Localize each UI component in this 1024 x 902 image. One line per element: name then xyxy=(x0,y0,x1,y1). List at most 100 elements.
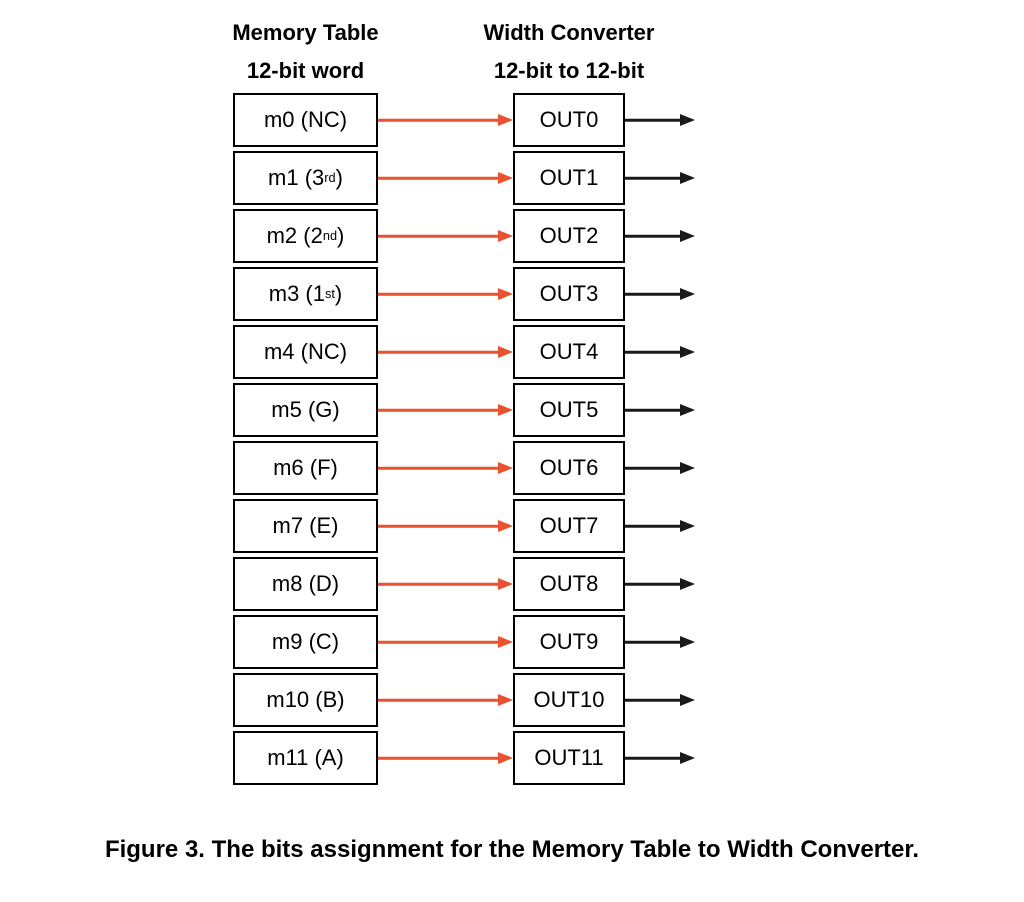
memory-label-post: ) xyxy=(334,281,343,306)
memory-cell: m7 (E) xyxy=(233,499,378,553)
arrow-line xyxy=(625,234,682,238)
arrow-line xyxy=(625,292,682,296)
output-cell: OUT10 xyxy=(513,673,625,727)
mapping-row: m7 (E) OUT7 xyxy=(233,499,695,553)
arrow-head-icon xyxy=(498,636,513,648)
output-cell: OUT8 xyxy=(513,557,625,611)
arrow-head-icon xyxy=(680,462,695,474)
output-arrow xyxy=(625,615,695,669)
output-cell: OUT1 xyxy=(513,151,625,205)
mapping-row: m11 (A) OUT11 xyxy=(233,731,695,785)
arrow-line xyxy=(378,698,500,702)
output-cell: OUT9 xyxy=(513,615,625,669)
arrow-line xyxy=(625,640,682,644)
arrow-line xyxy=(378,582,500,586)
arrow-line xyxy=(378,640,500,644)
arrow-line xyxy=(625,698,682,702)
arrow-head-icon xyxy=(680,578,695,590)
output-arrow xyxy=(625,557,695,611)
output-label: OUT7 xyxy=(539,513,599,538)
output-arrow xyxy=(625,325,695,379)
mapping-row: m4 (NC) OUT4 xyxy=(233,325,695,379)
output-arrow xyxy=(625,93,695,147)
memory-label-pre: m8 (D) xyxy=(271,571,340,596)
arrow-head-icon xyxy=(498,752,513,764)
mapping-arrow xyxy=(378,209,513,263)
arrow-head-icon xyxy=(680,520,695,532)
output-arrow xyxy=(625,441,695,495)
arrow-line xyxy=(625,582,682,586)
arrow-head-icon xyxy=(498,578,513,590)
arrow-head-icon xyxy=(498,404,513,416)
output-label: OUT5 xyxy=(539,397,599,422)
mapping-arrow xyxy=(378,731,513,785)
output-label: OUT4 xyxy=(539,339,599,364)
mapping-arrow xyxy=(378,383,513,437)
mapping-row: m5 (G) OUT5 xyxy=(233,383,695,437)
memory-cell: m4 (NC) xyxy=(233,325,378,379)
output-label: OUT10 xyxy=(533,687,605,712)
output-arrow xyxy=(625,267,695,321)
arrow-head-icon xyxy=(498,172,513,184)
arrow-head-icon xyxy=(680,288,695,300)
arrow-line xyxy=(625,408,682,412)
arrow-line xyxy=(625,118,682,122)
memory-cell: m11 (A) xyxy=(233,731,378,785)
arrow-line xyxy=(378,756,500,760)
arrow-head-icon xyxy=(680,636,695,648)
memory-cell: m9 (C) xyxy=(233,615,378,669)
arrow-head-icon xyxy=(680,230,695,242)
arrow-head-icon xyxy=(680,346,695,358)
output-cell: OUT6 xyxy=(513,441,625,495)
arrow-head-icon xyxy=(680,114,695,126)
output-label: OUT6 xyxy=(539,455,599,480)
mapping-arrow xyxy=(378,325,513,379)
arrow-head-icon xyxy=(498,462,513,474)
arrow-line xyxy=(378,234,500,238)
mapping-row: m10 (B) OUT10 xyxy=(233,673,695,727)
arrow-head-icon xyxy=(680,172,695,184)
output-cell: OUT7 xyxy=(513,499,625,553)
mapping-arrow xyxy=(378,499,513,553)
mapping-arrow xyxy=(378,441,513,495)
memory-cell: m5 (G) xyxy=(233,383,378,437)
arrow-line xyxy=(378,524,500,528)
width-converter-header: Width Converter 12-bit to 12-bit xyxy=(453,14,685,90)
mapping-row: m8 (D) OUT8 xyxy=(233,557,695,611)
memory-label-pre: m3 (1 xyxy=(268,281,325,306)
mapping-row: m9 (C) OUT9 xyxy=(233,615,695,669)
output-arrow xyxy=(625,499,695,553)
arrow-head-icon xyxy=(498,230,513,242)
width-converter-header-line1: Width Converter xyxy=(483,20,655,45)
memory-cell: m0 (NC) xyxy=(233,93,378,147)
arrow-line xyxy=(378,408,500,412)
memory-cell: m6 (F) xyxy=(233,441,378,495)
memory-label-pre: m2 (2 xyxy=(266,223,323,248)
output-arrow xyxy=(625,151,695,205)
output-label: OUT3 xyxy=(539,281,599,306)
arrow-head-icon xyxy=(498,288,513,300)
output-arrow xyxy=(625,673,695,727)
output-arrow xyxy=(625,731,695,785)
output-cell: OUT5 xyxy=(513,383,625,437)
memory-label-pre: m6 (F) xyxy=(273,455,338,480)
arrow-line xyxy=(378,292,500,296)
output-label: OUT2 xyxy=(539,223,599,248)
arrow-line xyxy=(378,466,500,470)
mapping-row: m6 (F) OUT6 xyxy=(233,441,695,495)
output-cell: OUT3 xyxy=(513,267,625,321)
arrow-line xyxy=(625,524,682,528)
output-label: OUT8 xyxy=(539,571,599,596)
mapping-arrow xyxy=(378,93,513,147)
output-cell: OUT0 xyxy=(513,93,625,147)
output-cell: OUT2 xyxy=(513,209,625,263)
arrow-head-icon xyxy=(498,346,513,358)
arrow-line xyxy=(625,466,682,470)
memory-label-post: ) xyxy=(335,165,343,190)
